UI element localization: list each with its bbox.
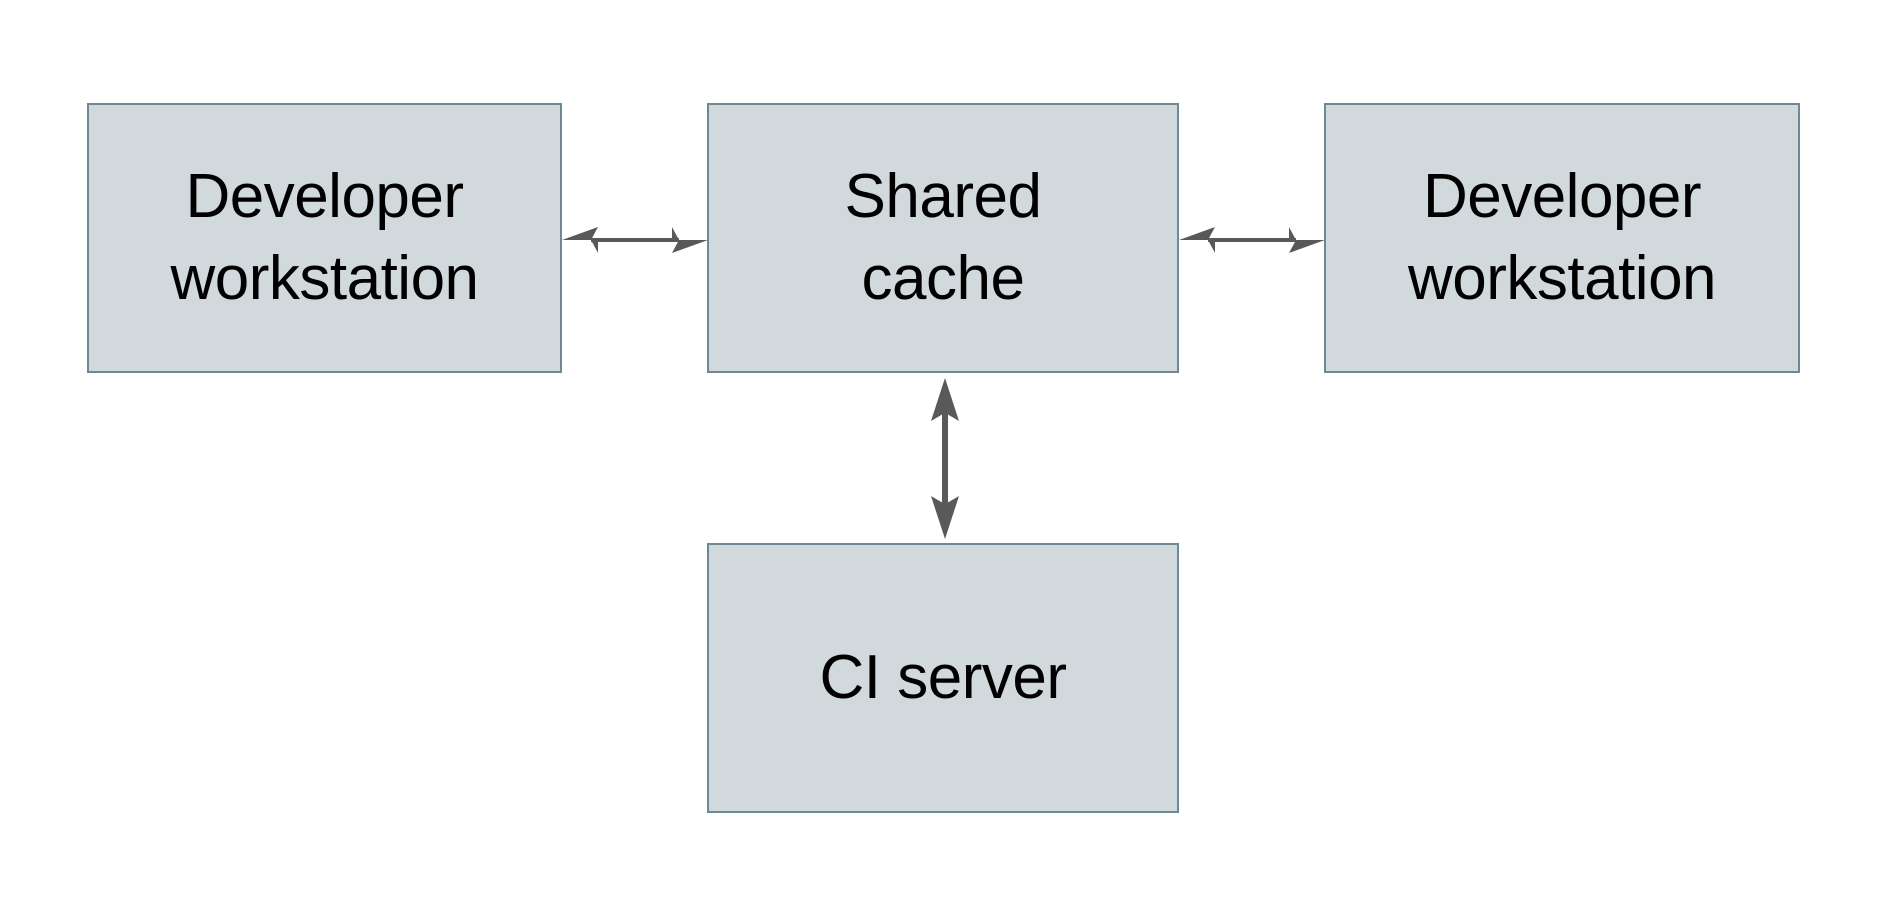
node-label: Shared cache: [844, 162, 1042, 313]
arrowhead-right-icon: [672, 227, 708, 253]
node-ci-server[interactable]: CI server: [707, 543, 1179, 813]
connector-shared-cache-to-ci-server[interactable]: [910, 373, 980, 544]
connector-shaft: [591, 238, 679, 242]
arrowhead-down-icon: [931, 496, 959, 539]
connector-shaft: [1208, 238, 1296, 242]
node-label: Developer workstation: [1407, 162, 1717, 313]
connector-dev-left-to-shared-cache[interactable]: [562, 205, 708, 275]
node-label: CI server: [819, 643, 1067, 713]
arrowhead-right-icon: [1289, 227, 1325, 253]
connector-shared-cache-to-dev-right[interactable]: [1179, 205, 1325, 275]
node-label: Developer workstation: [170, 162, 479, 313]
arrowhead-left-icon: [1179, 227, 1215, 253]
node-developer-workstation-left[interactable]: Developer workstation: [87, 103, 562, 373]
connector-shaft: [942, 399, 948, 517]
node-shared-cache[interactable]: Shared cache: [707, 103, 1179, 373]
arrowhead-left-icon: [562, 227, 598, 253]
node-developer-workstation-right[interactable]: Developer workstation: [1324, 103, 1800, 373]
